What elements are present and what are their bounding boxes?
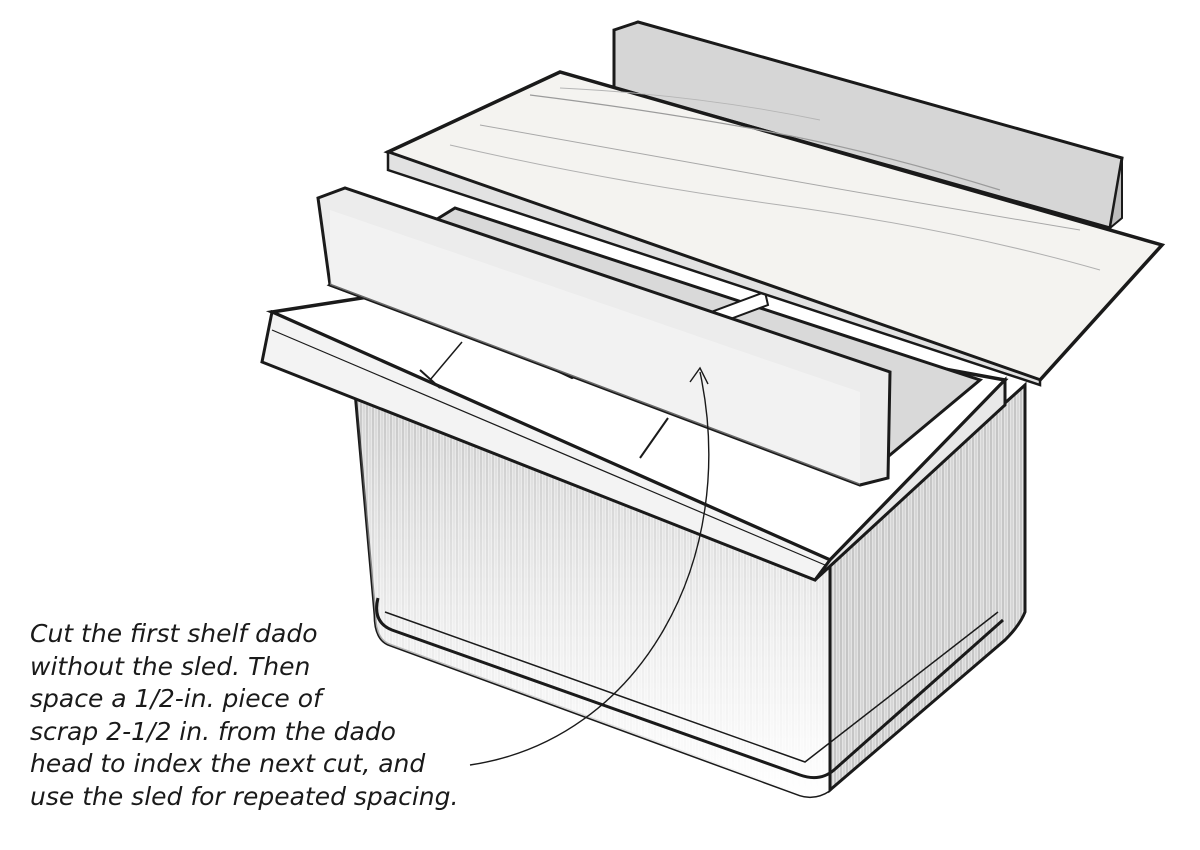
caption-line: use the sled for repeated spacing. bbox=[30, 781, 459, 811]
caption: Cut the first shelf dado without the sle… bbox=[30, 618, 550, 813]
caption-line: Cut the first shelf dado bbox=[30, 619, 318, 648]
caption-line: scrap 2-1/2 in. from the dado bbox=[30, 716, 396, 746]
workpiece-board bbox=[383, 70, 1166, 387]
caption-line: without the sled. Then bbox=[30, 651, 311, 681]
caption-line: head to index the next cut, and bbox=[30, 749, 426, 778]
saw-cabinet bbox=[353, 381, 1027, 799]
crosscut-sled bbox=[316, 186, 984, 487]
leader-arrowhead bbox=[689, 366, 709, 385]
rip-fence bbox=[612, 20, 1124, 231]
caption-line: space a 1/2-in. piece of bbox=[30, 684, 322, 713]
leader-line bbox=[469, 371, 710, 766]
